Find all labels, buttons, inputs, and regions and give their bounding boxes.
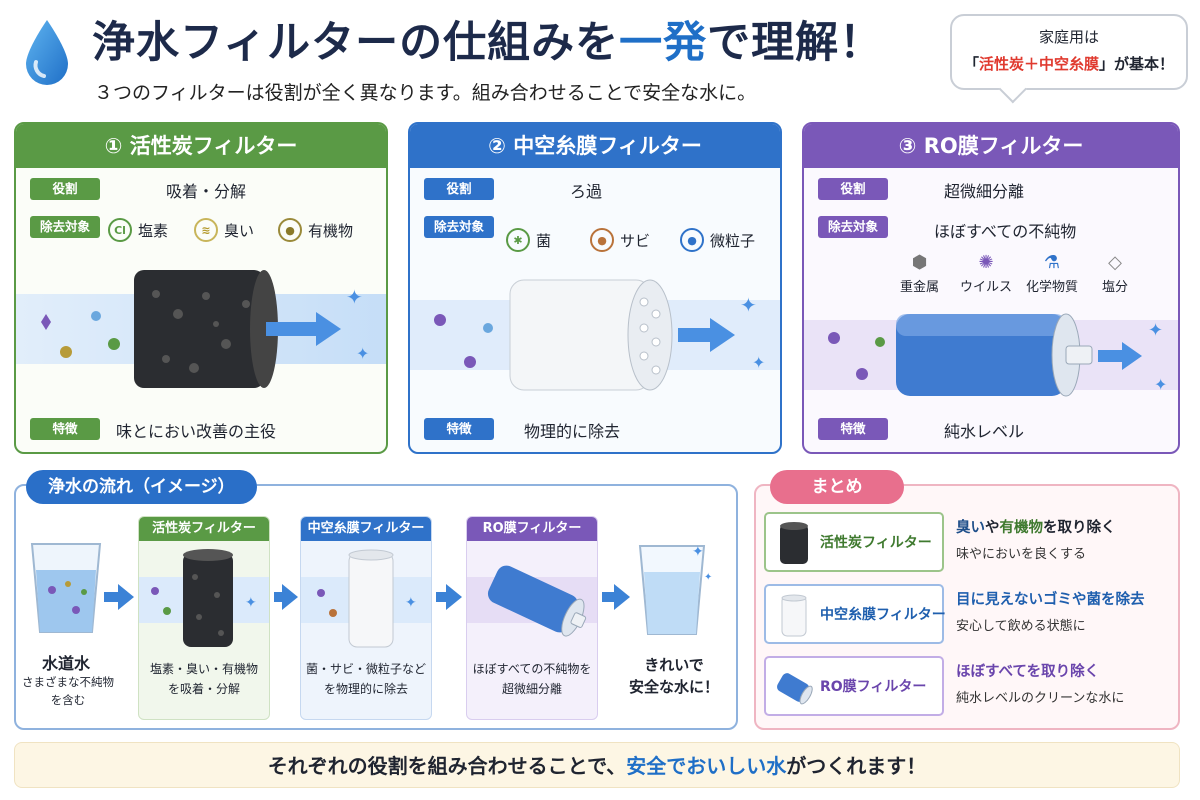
target-item: ✺ウイルス [960,251,1013,296]
svg-text:✦: ✦ [752,353,765,372]
virus-icon: ✺ [978,251,994,273]
svg-text:✦: ✦ [692,544,704,560]
target-text: ほぼすべての不純物 [934,222,1077,241]
flow-arrow [436,592,448,602]
particle-icon: ● [680,228,704,252]
target-item: ●微粒子 [680,228,755,252]
target-tag: 除去対象 [818,216,888,238]
feature-text: 純水レベル [944,422,1025,441]
organic-icon: ● [278,218,302,242]
card-title: ② 中空糸膜フィルター [410,124,780,168]
hollow-fiber-icon [781,594,807,637]
summary-row-carbon: 活性炭フィルター 臭いや有機物を取り除く 味やにおいを良くする [764,512,1172,572]
role-tag: 役割 [30,178,100,200]
carbon-filter-icon: ✦ [139,549,269,647]
bacteria-icon: ✱ [506,228,530,252]
hollow-fiber-icon: ✦ [301,549,431,648]
ro-membrane-illustration: ✦✦ [804,313,1178,397]
svg-text:✦: ✦ [245,595,257,611]
target-item: ◇塩分 [1102,251,1129,296]
tap-water-title: 水道水 [41,654,90,673]
hollow-fiber-illustration: ✦✦ [410,279,780,391]
water-drop-icon [26,20,68,85]
clean-water-glass-icon: ✦✦ [638,544,712,635]
target-item: ⚗化学物質 [1026,251,1079,296]
role-text: 超微細分離 [944,182,1025,201]
flow-arrow-icon [282,584,298,610]
summary-row-hollow-fiber: 中空糸膜フィルター 目に見えないゴミや菌を除去 安心して飲める状態に [764,584,1172,644]
footer-banner: それぞれの役割を組み合わせることで、安全でおいしい水がつくれます！ [14,742,1180,788]
role-tag: 役割 [818,178,888,200]
flow-label: 浄水の流れ（イメージ） [26,470,257,504]
tap-water-desc: さまざまな不純物を含む [22,675,114,707]
flow-stage-hollow-fiber: 中空糸膜フィルター ✦ 菌・サビ・微粒子などを物理的に除去 [300,516,432,720]
card-title: ① 活性炭フィルター [16,124,386,168]
role-text: 吸着・分解 [166,182,247,201]
feature-text: 物理的に除去 [524,422,621,441]
target-tag: 除去対象 [30,216,100,238]
role-tag: 役割 [424,178,494,200]
ro-membrane-icon [776,673,813,705]
feature-tag: 特徴 [30,418,100,440]
feature-tag: 特徴 [818,418,888,440]
summary-row-ro: RO膜フィルター ほぼすべてを取り除く 純水レベルのクリーンな水に [764,656,1172,716]
target-item: ✱菌 [506,228,551,252]
rust-icon: ● [590,228,614,252]
svg-text:✦: ✦ [405,595,417,611]
hollow-fiber-card: ② 中空糸膜フィルター 役割 ろ過 除去対象 ✱菌 ●サビ ●微粒子 ✦✦ 特徴… [408,122,782,454]
flow-stage-ro: RO膜フィルター ほぼすべての不純物を超微細分離 [466,516,598,720]
clean-water-text: きれいで安全な水に！ [628,656,719,696]
target-item: ≋臭い [194,218,254,242]
feature-text: 味とにおい改善の主役 [116,422,277,441]
feature-tag: 特徴 [424,418,494,440]
flow-arrow-icon [446,584,462,610]
chemical-icon: ⚗ [1043,251,1061,273]
svg-text:✦: ✦ [1148,320,1163,341]
svg-text:✦: ✦ [346,285,363,309]
target-tag: 除去対象 [424,216,494,238]
ro-membrane-card: ③ RO膜フィルター 役割 超微細分離 除去対象 ほぼすべての不純物 ⬢重金属 … [802,122,1180,454]
svg-text:✦: ✦ [1154,375,1167,394]
flow-stage-carbon: 活性炭フィルター ✦ 塩素・臭い・有機物を吸着・分解 [138,516,270,720]
carbon-filter-illustration: ✦✦ [16,270,386,388]
odor-icon: ≋ [194,218,218,242]
page-title: 浄水フィルターの仕組みを一発で理解！ [92,18,884,68]
target-item: ●有機物 [278,218,353,242]
flow-arrow [602,592,616,602]
flow-arrow-icon [614,584,630,610]
target-item: ●サビ [590,228,650,252]
role-text: ろ過 [570,182,603,201]
carbon-filter-icon [780,522,808,564]
target-item: ⬢重金属 [900,251,940,296]
flow-arrow [274,592,284,602]
svg-text:✦: ✦ [740,293,757,317]
svg-text:✦: ✦ [356,344,369,363]
card-title: ③ RO膜フィルター [804,124,1178,168]
chlorine-icon: Cl [108,218,132,242]
svg-text:✦: ✦ [704,572,712,583]
ro-membrane-icon [467,565,597,637]
summary-label: まとめ [770,470,904,504]
flow-arrow-icon [118,584,134,610]
tap-water-glass-icon [30,543,102,633]
flow-arrow [104,592,120,602]
heavy-metal-icon: ⬢ [911,251,928,273]
salt-icon: ◇ [1108,251,1122,273]
speech-bubble: 家庭用は 「活性炭＋中空糸膜」が基本！ [950,14,1188,90]
flow-panel [14,484,738,730]
page-subtitle: ３つのフィルターは役割が全く異なります。組み合わせることで安全な水に。 [94,82,757,104]
